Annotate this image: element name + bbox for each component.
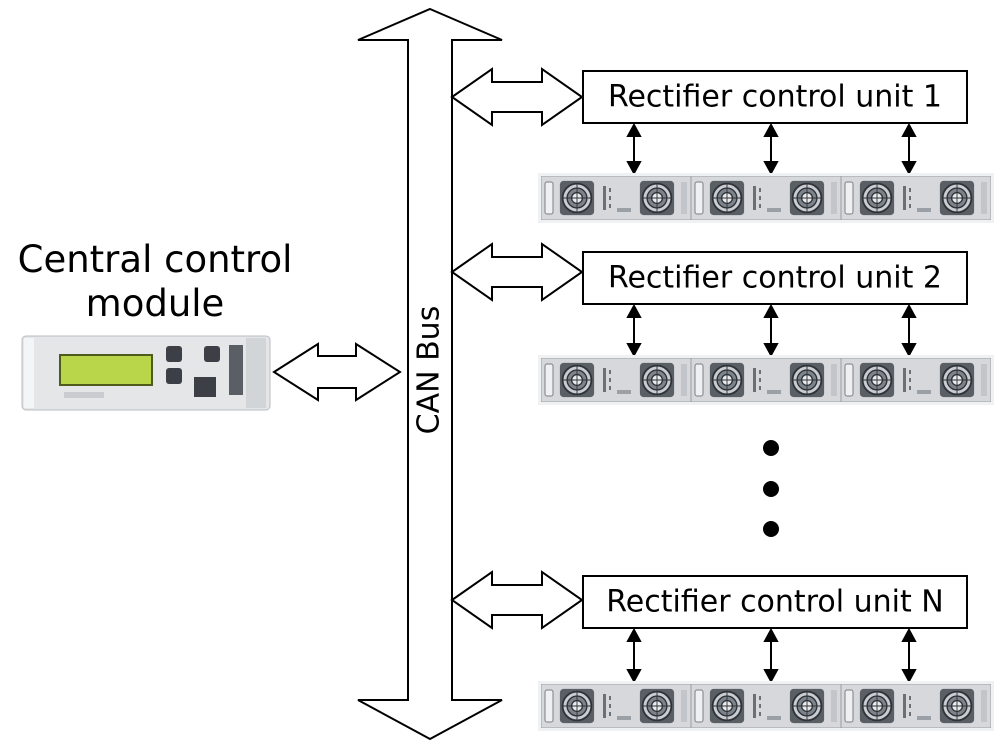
can-bus-label: CAN Bus	[412, 306, 447, 435]
ellipsis-dots	[763, 440, 779, 537]
rectifier-group-1: Rectifier control unit 1	[450, 67, 994, 223]
module-bus-arrow	[272, 342, 402, 402]
bus-link-arrow-n	[450, 570, 584, 630]
rectifier-unit-box-2	[582, 251, 968, 305]
rectifier-unit-box-n	[582, 575, 968, 629]
unit-link-arrows-n	[626, 627, 917, 684]
rectifier-shelf-image-2	[538, 355, 994, 405]
central-module-title-line1: Central control	[18, 238, 293, 281]
rectifier-unit-label-n: Rectifier control unit N	[606, 585, 943, 620]
bus-link-arrow-2	[450, 242, 584, 302]
can-bus: CAN Bus	[357, 7, 503, 741]
rectifier-unit-label-1: Rectifier control unit 1	[608, 80, 942, 115]
ellipsis-dot	[763, 481, 779, 497]
rectifier-shelf-image-n	[538, 681, 994, 731]
rectifier-unit-label-2: Rectifier control unit 2	[608, 261, 942, 296]
central-control-module: Central control module	[18, 238, 402, 411]
can-bus-arrow	[357, 7, 503, 741]
lcd-display	[59, 354, 153, 386]
rectifier-unit-box-1	[582, 70, 968, 124]
ellipsis-dot	[763, 440, 779, 456]
controller-device-image	[21, 335, 271, 411]
unit-link-arrows-2	[626, 303, 917, 358]
central-module-title-line2: module	[86, 282, 225, 325]
bus-link-arrow-1	[450, 67, 584, 127]
rectifier-group-2: Rectifier control unit 2	[450, 242, 994, 405]
rectifier-group-n: Rectifier control unit N	[450, 570, 994, 731]
rectifier-shelf-image-1	[538, 173, 994, 223]
unit-link-arrows-1	[626, 122, 917, 176]
ellipsis-dot	[763, 521, 779, 537]
